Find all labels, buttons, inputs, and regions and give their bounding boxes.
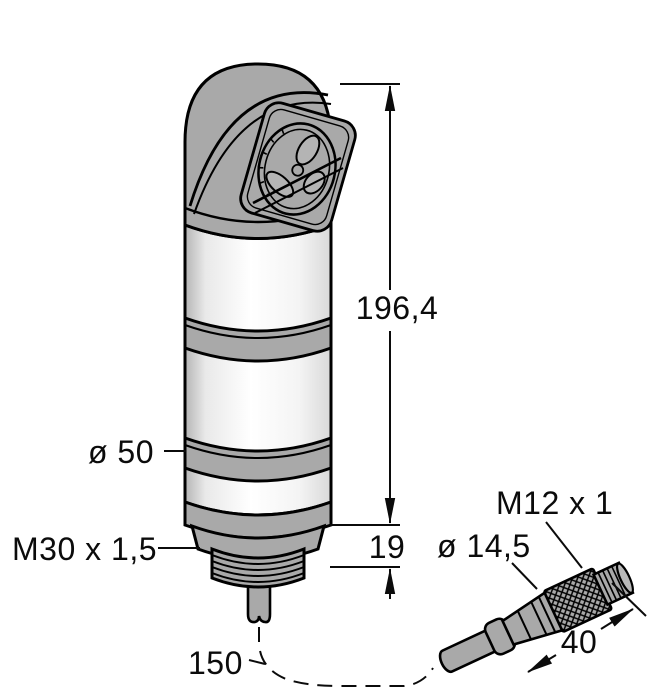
dimension-thread-length: 19 (330, 529, 405, 599)
dim-label-body-diameter: ø 50 (88, 434, 154, 470)
connector-cable (438, 626, 502, 674)
connector-end-face (615, 562, 634, 594)
boot-ring (537, 596, 557, 633)
dimension-overall-height: 196,4 (330, 83, 439, 526)
dim-label-connector-thread: M12 x 1 (496, 485, 613, 521)
separator-band (183, 435, 333, 483)
boot-ring (516, 610, 532, 640)
separator-band (183, 315, 333, 363)
grille-hub (291, 163, 305, 177)
dim-label-cable-length: 150 (188, 645, 243, 681)
dim-label-connector-length: 40 (561, 624, 598, 660)
mounting-thread (210, 546, 306, 589)
dome-crease-inner (193, 101, 332, 215)
thread-ridges (597, 566, 627, 603)
dimension-cable-length: 150 (188, 645, 266, 681)
grille-slot (265, 170, 295, 198)
boot-ring (530, 601, 548, 636)
separator-band-edge (184, 324, 332, 339)
cable-stub (246, 576, 272, 624)
signal-tower (183, 62, 357, 624)
dim-label-overall-height: 196,4 (356, 290, 439, 326)
cable-dashed-path (258, 627, 434, 687)
dimension-mounting-thread: M30 x 1,5 (12, 531, 200, 567)
dimension-connector-length: 40 (527, 582, 647, 673)
separator-band-edge (184, 444, 332, 459)
dome-cap (183, 62, 357, 240)
dimension-connector-diameter: ø 14,5 (437, 528, 538, 590)
dome-crease (188, 91, 329, 207)
grille-slot (295, 134, 321, 166)
plate-bar (254, 167, 344, 214)
m12-connector (438, 561, 635, 674)
dim-label-connector-diameter: ø 14,5 (437, 528, 531, 564)
dim-label-mounting-thread: M30 x 1,5 (12, 531, 157, 567)
plate-bar (252, 156, 342, 205)
dimension-connector-thread: M12 x 1 (496, 485, 613, 569)
dimension-body-diameter: ø 50 (88, 434, 186, 470)
dim-label-thread-length: 19 (369, 529, 406, 565)
